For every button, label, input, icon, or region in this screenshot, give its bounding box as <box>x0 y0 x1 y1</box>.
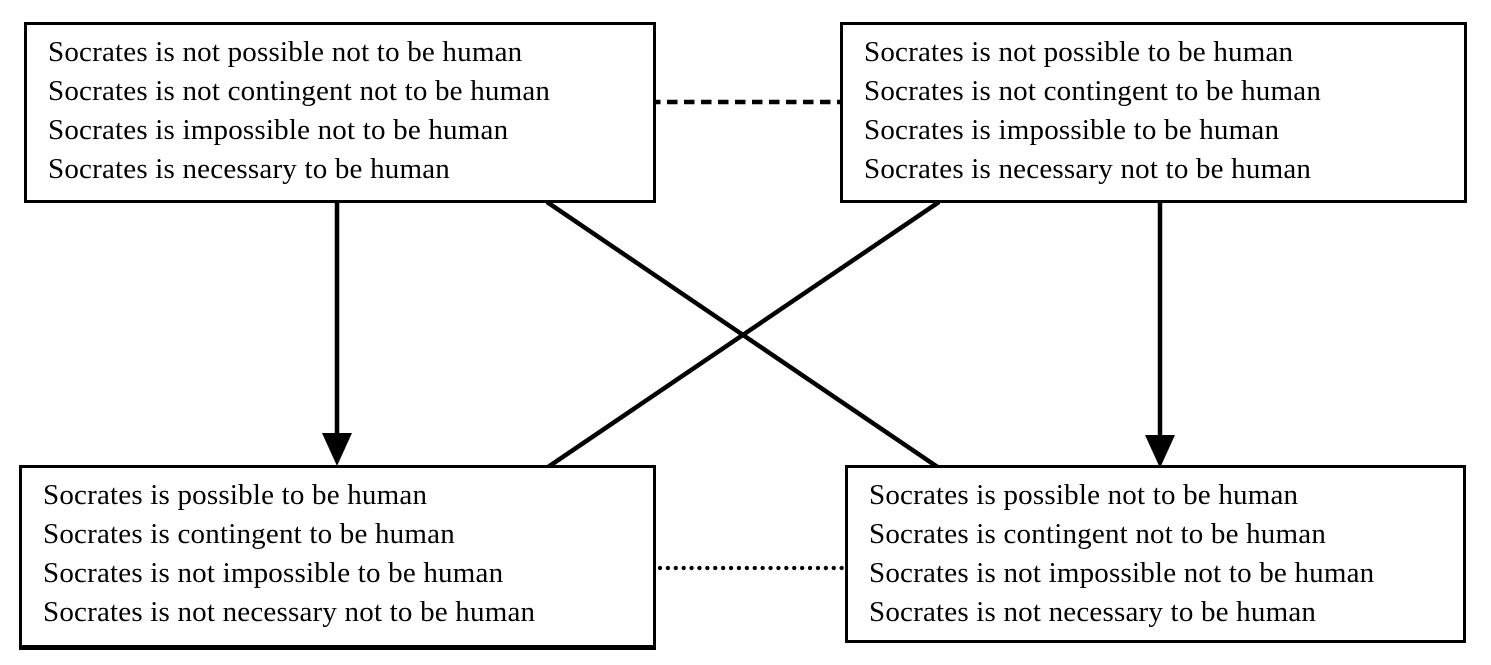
proposition-box-bottom-left: Socrates is possible to be human Socrate… <box>19 465 656 650</box>
proposition-line: Socrates is possible to be human <box>43 479 428 511</box>
proposition-line: Socrates is not contingent to be human <box>864 75 1322 107</box>
proposition-line: Socrates is not possible to be human <box>864 36 1294 68</box>
proposition-box-top-left: Socrates is not possible not to be human… <box>24 22 656 203</box>
proposition-line: Socrates is contingent not to be human <box>869 518 1327 550</box>
proposition-line: Socrates is not necessary to be human <box>869 596 1317 628</box>
right-arrowhead-icon <box>1145 435 1175 468</box>
proposition-line: Socrates is not possible not to be human <box>48 36 523 68</box>
proposition-line: Socrates is not necessary not to be huma… <box>43 596 536 628</box>
diagonal-tr-bl-line <box>546 200 941 469</box>
proposition-line: Socrates is possible not to be human <box>869 479 1299 511</box>
proposition-box-top-right: Socrates is not possible to be human Soc… <box>840 22 1467 203</box>
proposition-line: Socrates is necessary to be human <box>48 153 451 185</box>
proposition-line: Socrates is necessary not to be human <box>864 153 1312 185</box>
proposition-line: Socrates is not impossible to be human <box>43 557 504 589</box>
left-arrowhead-icon <box>322 433 352 466</box>
proposition-line: Socrates is not impossible not to be hum… <box>869 557 1375 589</box>
proposition-line: Socrates is impossible to be human <box>864 114 1280 146</box>
proposition-line: Socrates is contingent to be human <box>43 518 455 550</box>
proposition-box-bottom-right: Socrates is possible not to be human Soc… <box>845 465 1466 643</box>
proposition-line: Socrates is not contingent not to be hum… <box>48 75 551 107</box>
proposition-line: Socrates is impossible not to be human <box>48 114 509 146</box>
